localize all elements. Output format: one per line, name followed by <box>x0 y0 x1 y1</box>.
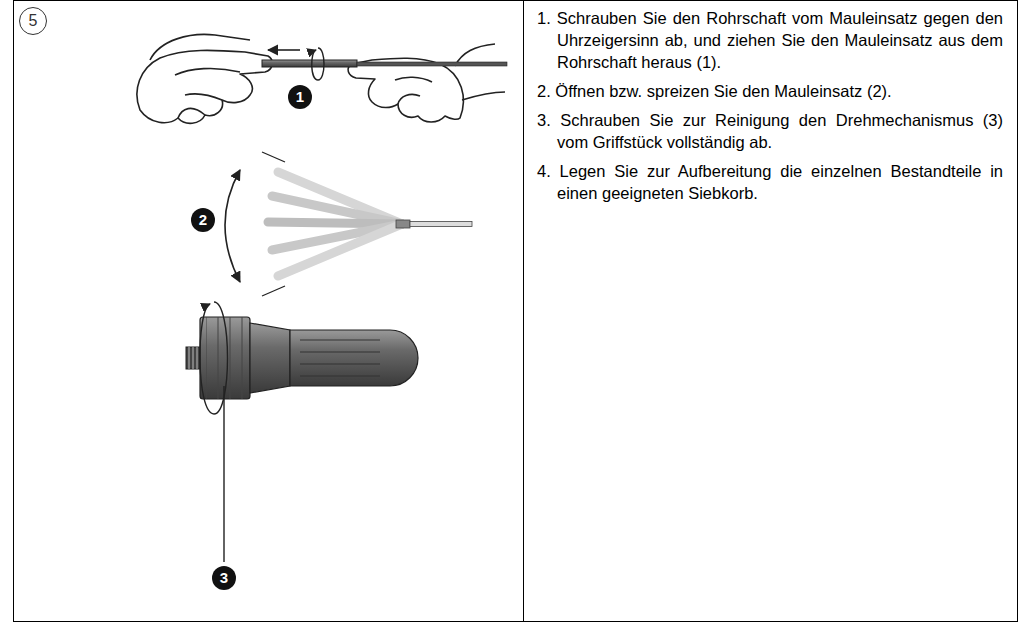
callout-number: 1 <box>288 85 312 109</box>
instruction-step: 1. Schrauben Sie den Rohrschaft vom Maul… <box>537 7 1003 73</box>
hands-figure <box>137 34 505 123</box>
callout-number: 2 <box>191 208 215 232</box>
figure-number: 5 <box>19 7 47 35</box>
instruction-step: 3. Schrauben Sie zur Reinigung den Drehm… <box>537 109 1003 153</box>
jaw-insert-fan <box>268 172 402 276</box>
handle-figure <box>186 317 418 399</box>
instruction-step: 4. Legen Sie zur Aufbereitung die einzel… <box>537 160 1003 204</box>
instruction-step: 2. Öffnen bzw. spreizen Sie den Mauleins… <box>537 80 1003 102</box>
callout-number: 3 <box>212 566 236 590</box>
